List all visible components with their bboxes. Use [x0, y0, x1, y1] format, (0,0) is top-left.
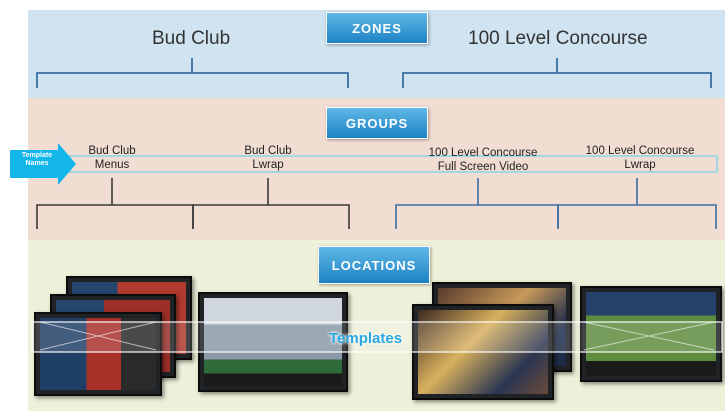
- templates-label: Templates: [329, 330, 403, 347]
- groups-header: GROUPS: [326, 107, 428, 139]
- zones-header: ZONES: [326, 12, 428, 44]
- group-label-line1: Bud Club: [88, 145, 136, 157]
- group-label-line1: Bud Club: [244, 145, 292, 157]
- group-brace-concourse-lwrap: [557, 178, 717, 229]
- group-label-concourse-video: 100 Level Concourse Full Screen Video: [408, 146, 558, 174]
- templates-cross-right: [583, 321, 715, 351]
- group-label-line2: Menus: [94, 159, 130, 171]
- locations-header: LOCATIONS: [318, 246, 430, 284]
- templates-cross-left: [39, 321, 157, 351]
- group-label-bud-club-lwrap: Bud Club Lwrap: [226, 144, 310, 172]
- group-label-line1: 100 Level Concourse: [585, 145, 695, 157]
- group-label-concourse-lwrap: 100 Level Concourse Lwrap: [566, 144, 714, 172]
- zone-label-bud-club: Bud Club: [152, 28, 231, 49]
- location-screen-menus-front: [34, 312, 162, 396]
- group-label-line2: Lwrap: [624, 159, 656, 171]
- location-screen-concourse-lwrap: [580, 286, 722, 382]
- group-brace-bud-club-lwrap: [192, 178, 350, 229]
- zone-label-100-level-concourse: 100 Level Concourse: [468, 28, 648, 49]
- zone-brace-100-level-concourse: [402, 58, 712, 88]
- template-names-arrow-label: Template Names: [21, 152, 53, 167]
- zone-brace-bud-club: [36, 58, 349, 88]
- location-screen-bud-club-lwrap: [198, 292, 348, 392]
- group-label-line2: Full Screen Video: [437, 161, 529, 173]
- group-label-line1: 100 Level Concourse: [428, 147, 538, 159]
- group-label-bud-club-menus: Bud Club Menus: [70, 144, 154, 172]
- group-label-line2: Lwrap: [252, 159, 284, 171]
- template-names-arrow: [10, 143, 76, 185]
